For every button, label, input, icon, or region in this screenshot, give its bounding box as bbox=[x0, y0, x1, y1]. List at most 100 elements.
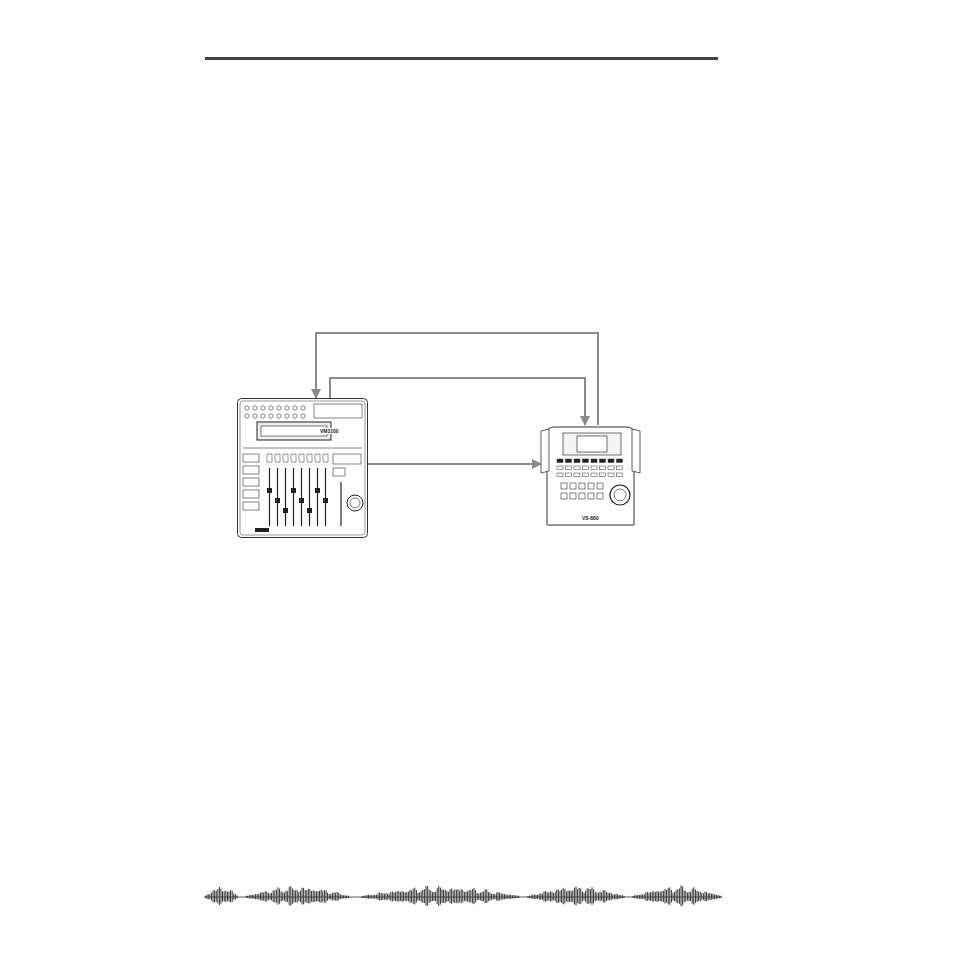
wave-stroke bbox=[671, 890, 672, 902]
wave-stroke bbox=[571, 891, 572, 902]
wave-stroke bbox=[332, 893, 333, 901]
wave-stroke bbox=[289, 887, 290, 905]
wave-stroke bbox=[459, 891, 460, 902]
wave-stroke bbox=[326, 890, 327, 902]
waveform-strip bbox=[205, 885, 722, 906]
wave-stroke bbox=[435, 892, 436, 901]
wave-stroke bbox=[410, 890, 411, 903]
wave-stroke bbox=[448, 892, 449, 902]
wave-stroke bbox=[445, 890, 446, 903]
wave-stroke bbox=[496, 893, 497, 901]
wave-stroke bbox=[337, 892, 338, 901]
wave-stroke bbox=[470, 890, 471, 902]
wave-stroke bbox=[585, 891, 586, 902]
wave-stroke bbox=[276, 890, 277, 903]
wave-stroke bbox=[430, 891, 431, 903]
wave-stroke bbox=[698, 892, 699, 902]
wave-stroke bbox=[687, 892, 688, 900]
wave-stroke bbox=[472, 889, 473, 903]
wave-stroke bbox=[324, 890, 325, 903]
wave-stroke bbox=[419, 892, 420, 900]
wave-stroke bbox=[647, 892, 648, 901]
wave-stroke bbox=[582, 891, 583, 901]
wave-stroke bbox=[498, 892, 499, 901]
wave-stroke bbox=[313, 890, 314, 902]
wave-stroke bbox=[660, 892, 661, 901]
wave-stroke bbox=[669, 887, 670, 904]
wave-stroke bbox=[408, 892, 409, 902]
model-label: VM3100 bbox=[319, 428, 340, 434]
wave-stroke bbox=[556, 889, 557, 903]
wave-stroke bbox=[547, 892, 548, 901]
wave-stroke bbox=[400, 892, 401, 901]
wave-stroke bbox=[216, 891, 217, 902]
wave-stroke bbox=[338, 893, 339, 900]
wave-stroke bbox=[297, 890, 298, 902]
wave-stroke bbox=[214, 890, 215, 902]
wave-stroke bbox=[595, 892, 596, 901]
wave-stroke bbox=[684, 890, 685, 902]
wave-stroke bbox=[434, 892, 435, 901]
wave-stroke bbox=[310, 889, 311, 903]
wave-stroke bbox=[281, 891, 282, 901]
wave-stroke bbox=[321, 890, 322, 903]
wave-stroke bbox=[282, 892, 283, 900]
wave-stroke bbox=[454, 889, 455, 903]
wave-stroke bbox=[446, 891, 447, 902]
wave-stroke bbox=[438, 886, 439, 906]
wave-stroke bbox=[649, 893, 650, 901]
wave-stroke bbox=[700, 892, 701, 901]
wave-stroke bbox=[390, 892, 391, 901]
wave-stroke bbox=[668, 888, 669, 904]
wave-stroke bbox=[260, 893, 261, 900]
wave-stroke bbox=[550, 892, 551, 902]
wave-stroke bbox=[655, 892, 656, 901]
wave-stroke bbox=[681, 885, 682, 906]
wave-stroke bbox=[302, 888, 303, 905]
wave-stroke bbox=[695, 889, 696, 903]
wave-stroke bbox=[394, 892, 395, 900]
wave-stroke bbox=[653, 891, 654, 901]
wave-stroke bbox=[397, 891, 398, 901]
signal-arrow bbox=[330, 378, 585, 425]
wave-stroke bbox=[608, 893, 609, 900]
wave-stroke bbox=[486, 890, 487, 903]
mixer-device: VM3100 bbox=[237, 398, 368, 538]
wave-stroke bbox=[418, 893, 419, 901]
wave-stroke bbox=[290, 886, 291, 906]
wave-stroke bbox=[222, 891, 223, 901]
wave-stroke bbox=[287, 891, 288, 902]
wave-stroke bbox=[598, 893, 599, 901]
wave-stroke bbox=[292, 888, 293, 903]
wave-stroke bbox=[268, 893, 269, 900]
wave-stroke bbox=[469, 890, 470, 903]
wave-stroke bbox=[604, 890, 605, 902]
wave-stroke bbox=[306, 890, 307, 903]
wave-stroke bbox=[673, 893, 674, 901]
wave-stroke bbox=[271, 893, 272, 901]
wave-stroke bbox=[266, 891, 267, 901]
wave-stroke bbox=[303, 888, 304, 904]
wave-stroke bbox=[427, 886, 428, 905]
wave-stroke bbox=[213, 890, 214, 902]
wave-stroke bbox=[300, 891, 301, 902]
wave-stroke bbox=[225, 891, 226, 902]
wave-stroke bbox=[679, 888, 680, 903]
wave-stroke bbox=[572, 890, 573, 902]
wave-stroke bbox=[685, 891, 686, 902]
wave-stroke bbox=[563, 888, 564, 904]
wave-stroke bbox=[405, 892, 406, 900]
header-rule bbox=[205, 57, 718, 60]
wave-stroke bbox=[422, 890, 423, 903]
wave-stroke bbox=[381, 893, 382, 900]
wave-stroke bbox=[227, 892, 228, 902]
wave-stroke bbox=[682, 886, 683, 905]
wave-stroke bbox=[314, 891, 315, 902]
wave-baseline bbox=[205, 897, 722, 898]
wave-stroke bbox=[229, 891, 230, 901]
wave-stroke bbox=[308, 889, 309, 904]
wave-stroke bbox=[692, 889, 693, 904]
